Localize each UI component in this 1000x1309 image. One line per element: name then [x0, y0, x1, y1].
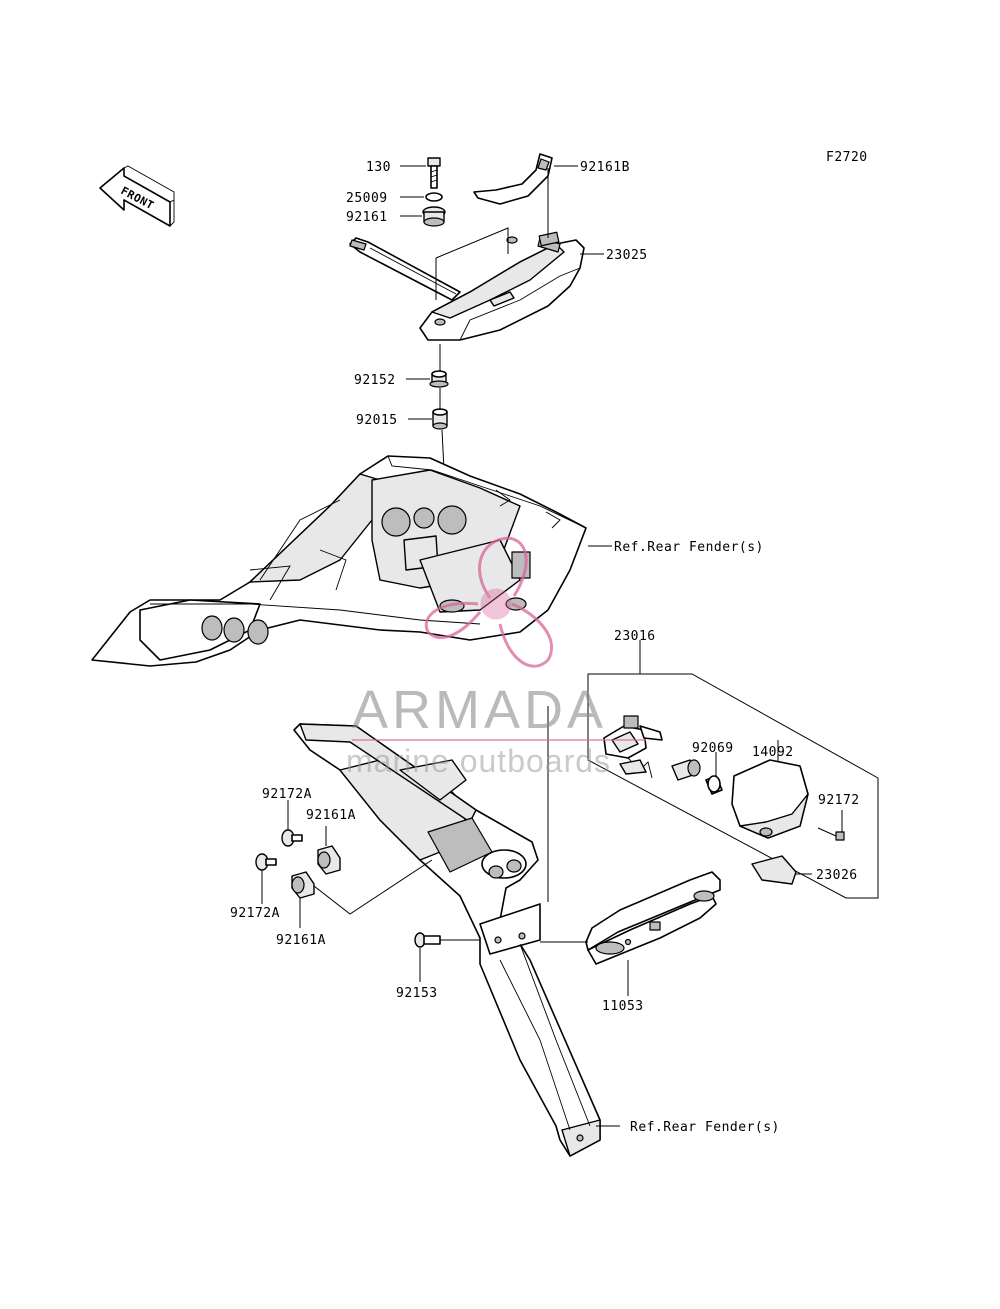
watermark-brand: ARMADA — [352, 680, 607, 740]
washer-25009 — [425, 192, 443, 202]
label-11053: 11053 — [602, 999, 644, 1014]
figure-code: F2720 — [826, 150, 868, 165]
bolt-92153 — [414, 932, 441, 948]
bolt-130 — [427, 157, 441, 189]
screw-92172 — [817, 827, 845, 841]
label-14092: 14092 — [752, 745, 794, 760]
lens-14092 — [731, 759, 809, 839]
screw-92172A-bottom — [255, 853, 277, 871]
watermark-tagline: marine outboards — [346, 743, 611, 779]
bulb-socket-92069 — [671, 759, 723, 795]
label-25009: 25009 — [346, 191, 388, 206]
label-92161A-bottom: 92161A — [276, 933, 326, 948]
label-92161B: 92161B — [580, 160, 630, 175]
label-92161: 92161 — [346, 210, 388, 225]
watermark-logo: ARMADA marine outboards — [346, 536, 646, 779]
front-arrow-icon: FRONT — [99, 165, 175, 227]
collar-92152 — [429, 370, 449, 388]
plate-bracket-11053 — [585, 871, 721, 965]
ref-rear-fender-top: Ref.Rear Fender(s) — [614, 540, 764, 555]
label-92015: 92015 — [356, 413, 398, 428]
rear-fender-upper — [91, 455, 587, 667]
label-130: 130 — [366, 160, 391, 175]
label-92172A-top: 92172A — [262, 787, 312, 802]
tail-cover-23025 — [349, 231, 585, 341]
rear-fender-lower-bracket — [293, 723, 601, 1157]
label-92069: 92069 — [692, 741, 734, 756]
grommet-92161 — [422, 206, 446, 227]
label-23026: 23026 — [816, 868, 858, 883]
label-92172A-bottom: 92172A — [230, 906, 280, 921]
ref-rear-fender-bottom: Ref.Rear Fender(s) — [630, 1120, 780, 1135]
label-92161A-top: 92161A — [306, 808, 356, 823]
label-23025: 23025 — [606, 248, 648, 263]
socket-23016 — [603, 715, 663, 779]
bushing-92015 — [432, 408, 448, 430]
label-23016: 23016 — [614, 629, 656, 644]
label-92172: 92172 — [818, 793, 860, 808]
reflector-23026 — [751, 855, 797, 885]
bracket-92161B — [473, 153, 553, 205]
label-92153: 92153 — [396, 986, 438, 1001]
propeller-logo-icon — [424, 536, 554, 668]
damper-92161A-top — [317, 845, 341, 875]
damper-92161A-bottom — [291, 871, 315, 899]
label-92152: 92152 — [354, 373, 396, 388]
screw-92172A-top — [281, 829, 303, 847]
